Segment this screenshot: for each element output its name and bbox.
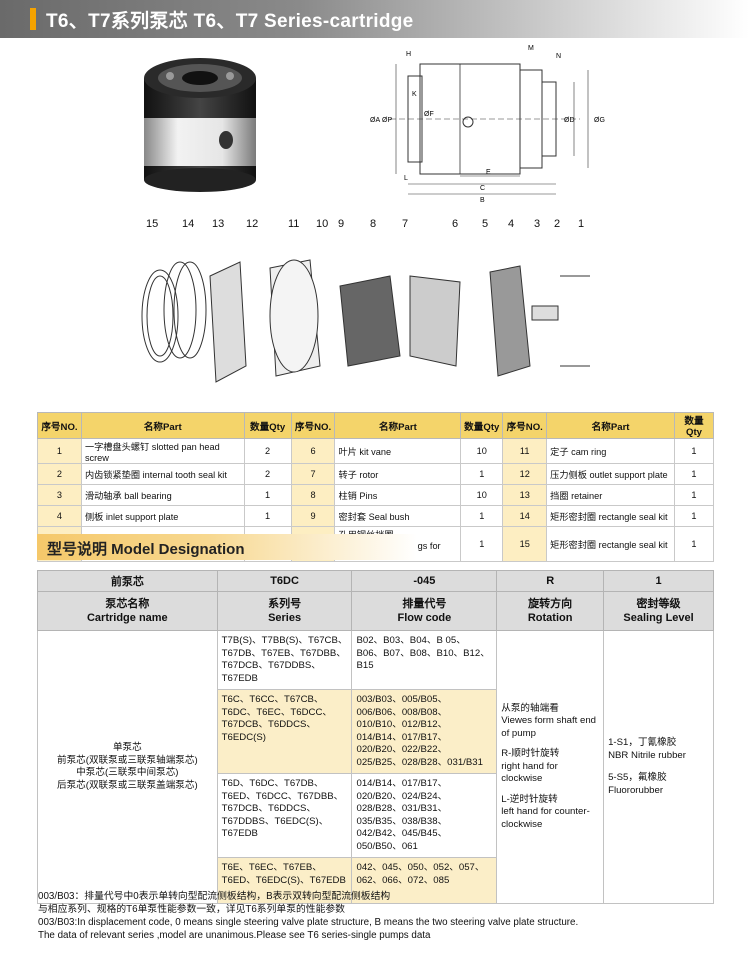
note-4: The data of relevant series ,model are u… <box>38 930 431 941</box>
callout-8: 8 <box>370 218 377 230</box>
callout-14: 14 <box>182 218 195 230</box>
callout-11: 11 <box>288 218 300 230</box>
callout-5: 5 <box>482 218 489 230</box>
callout-6: 6 <box>452 218 459 230</box>
drawing-label-g: ØG <box>594 117 605 124</box>
callout-2: 2 <box>554 218 561 230</box>
callout-4: 4 <box>508 218 515 230</box>
dimension-drawing: H M N ØA ØP K ØF ØD ØG L E C B <box>370 45 605 204</box>
drawing-label-f: ØF <box>424 111 434 118</box>
table-row: T6D、T6DC、T67DB、T6ED、T6DCC、T67DBB、T67DCB、… <box>38 773 714 858</box>
cartridge-photo <box>144 58 256 192</box>
callout-7: 7 <box>402 218 409 230</box>
table-row: T6C、T6CC、T67CB、T6DC、T6EC、T6DCC、T67DCB、T6… <box>38 689 714 774</box>
cartridge-name-cell: 单泵芯 前泵芯(双联泵或三联泵轴端泵芯) 中泵芯(三联泵中间泵芯) 后泵芯(双联… <box>37 630 218 904</box>
table-row: 单泵芯 前泵芯(双联泵或三联泵轴端泵芯) 中泵芯(三联泵中间泵芯) 后泵芯(双联… <box>37 630 714 904</box>
header-qty-2: 数量Qty <box>460 412 504 439</box>
section-title: 型号说明 Model Designation <box>47 541 245 558</box>
header-no-1: 序号NO. <box>37 412 82 439</box>
section-model-designation: 型号说明 Model Designation <box>37 534 417 560</box>
callout-9: 9 <box>338 218 345 230</box>
header-part-3: 名称Part <box>546 412 675 439</box>
drawing-label-l: L <box>404 175 408 182</box>
drawing-label-b: B <box>480 197 485 204</box>
drawing-label-p: ØP <box>382 117 392 124</box>
callout-10: 10 <box>316 218 329 230</box>
header-qty-1: 数量Qty <box>243 412 292 439</box>
exploded-view <box>141 259 590 383</box>
drawing-label-d: ØD <box>564 117 575 124</box>
header-qty-3: 数量Qty <box>673 412 715 439</box>
parts-header-row: 序号NO. 名称Part 数量Qty 序号NO. 名称Part 数量Qty 序号… <box>37 412 715 439</box>
header-no-3: 序号NO. <box>502 412 548 439</box>
header-part-2: 名称Part <box>334 412 462 439</box>
callout-3: 3 <box>534 218 541 230</box>
callout-12: 12 <box>246 218 259 230</box>
note-1: 003/B03：排量代号中0表示单转向型配流侧板结构，B表示双转向型配流侧板结构 <box>38 891 391 902</box>
notes: 003/B03：排量代号中0表示单转向型配流侧板结构，B表示双转向型配流侧板结构… <box>38 890 578 942</box>
drawing-label-h: H <box>406 51 411 58</box>
drawing-label-k: K <box>412 91 417 98</box>
drawing-label-a: ØA <box>370 117 380 124</box>
title-accent <box>30 8 36 30</box>
table-row: T6E、T6EC、T67EB、T6ED、T6EDC(S)、T67EDB 042、… <box>38 857 714 904</box>
note-3: 003/B03:In displacement code, 0 means si… <box>38 917 579 928</box>
drawing-label-m: M <box>528 45 534 52</box>
drawing-label-e: E <box>486 169 491 176</box>
sealing-cell: 1-S1，丁氰橡胶 NBR Nitrile rubber 5-S5，氟橡胶 Fl… <box>603 630 714 904</box>
drawing-label-n: N <box>556 53 561 60</box>
header-no-2: 序号NO. <box>290 412 336 439</box>
rotation-cell: 从泵的轴端看 Viewes form shaft end of pump R-顺… <box>496 630 605 904</box>
page-title: T6、T7系列泵芯 T6、T7 Series-cartridge <box>46 11 414 32</box>
header-part-1: 名称Part <box>80 412 245 439</box>
callout-13: 13 <box>212 218 225 230</box>
callout-15: 15 <box>146 218 159 230</box>
callout-row: 15 14 13 12 11 10 9 8 7 6 5 4 3 2 1 <box>140 218 600 232</box>
model-code-row: 前泵芯 T6DC -045 R 1 <box>37 570 714 592</box>
title-bar: T6、T7系列泵芯 T6、T7 Series-cartridge <box>0 0 749 38</box>
drawing-label-c: C <box>480 185 485 192</box>
note-2: 与相应系列、规格的T6单泵性能参数一致，详见T6系列单泵的性能参数 <box>38 904 345 915</box>
callout-1: 1 <box>578 218 585 230</box>
